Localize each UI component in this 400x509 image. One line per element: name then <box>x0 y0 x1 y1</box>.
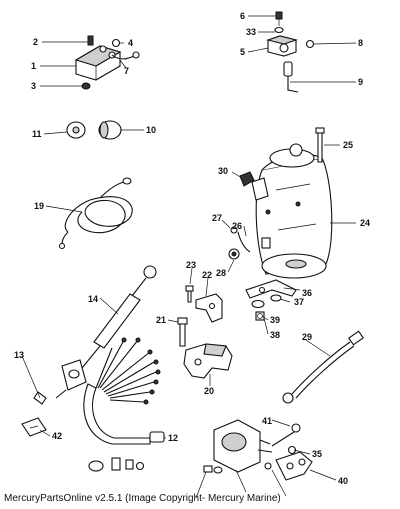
callout-26: 26 <box>232 221 242 231</box>
callout-13: 13 <box>14 350 24 360</box>
callout-11: 11 <box>32 129 42 139</box>
starter-motor <box>251 143 333 279</box>
callout-3: 3 <box>31 81 36 91</box>
callout-30: 30 <box>218 166 228 176</box>
callout-40: 40 <box>338 476 348 486</box>
starter-relay-box <box>213 419 313 481</box>
callout-numbers: 1 2 3 4 5 6 7 8 9 10 11 12 13 14 19 20 2… <box>14 11 370 486</box>
hex-bolt <box>177 317 188 347</box>
cap-screw <box>239 171 255 187</box>
callout-9: 9 <box>358 77 363 87</box>
callout-6: 6 <box>240 11 245 21</box>
ignition-switch-assembly <box>266 11 315 93</box>
starter-bracket-hardware <box>245 279 297 321</box>
callout-29: 29 <box>302 332 312 342</box>
callout-21: 21 <box>156 315 166 325</box>
callout-7: 7 <box>124 66 129 76</box>
callout-38: 38 <box>270 330 280 340</box>
through-bolt <box>315 127 325 163</box>
bottom-small-hardware <box>88 457 223 474</box>
callout-24: 24 <box>360 218 370 228</box>
leader-lines <box>21 15 357 499</box>
callout-4: 4 <box>128 38 133 48</box>
callout-41: 41 <box>262 416 272 426</box>
starter-small-parts <box>228 226 251 260</box>
callout-23: 23 <box>186 260 196 270</box>
callout-10: 10 <box>146 125 156 135</box>
wiring-harness <box>83 337 165 445</box>
callout-28: 28 <box>216 268 226 278</box>
coiled-wire-harness <box>58 177 133 250</box>
callout-39: 39 <box>270 315 280 325</box>
battery-cable <box>282 330 364 404</box>
callout-20: 20 <box>204 386 214 396</box>
copyright-footer: MercuryPartsOnline v2.5.1 (Image Copyrig… <box>4 493 281 504</box>
callout-42: 42 <box>52 431 62 441</box>
callout-27: 27 <box>212 213 222 223</box>
callout-36: 36 <box>302 288 312 298</box>
callout-2: 2 <box>33 37 38 47</box>
callout-8: 8 <box>358 38 363 48</box>
grommet-pair <box>66 120 122 140</box>
callout-1: 1 <box>31 61 36 71</box>
callout-14: 14 <box>88 294 98 304</box>
callout-22: 22 <box>202 270 212 280</box>
callout-35: 35 <box>312 449 322 459</box>
callout-12: 12 <box>168 433 178 443</box>
callout-25: 25 <box>343 140 353 150</box>
callout-5: 5 <box>240 47 245 57</box>
starter-mount-bracket <box>183 343 233 379</box>
callout-19: 19 <box>34 201 44 211</box>
callout-33: 33 <box>246 27 256 37</box>
callout-37: 37 <box>294 297 304 307</box>
solenoid-assembly <box>74 35 140 90</box>
mounting-bracket <box>185 285 223 323</box>
